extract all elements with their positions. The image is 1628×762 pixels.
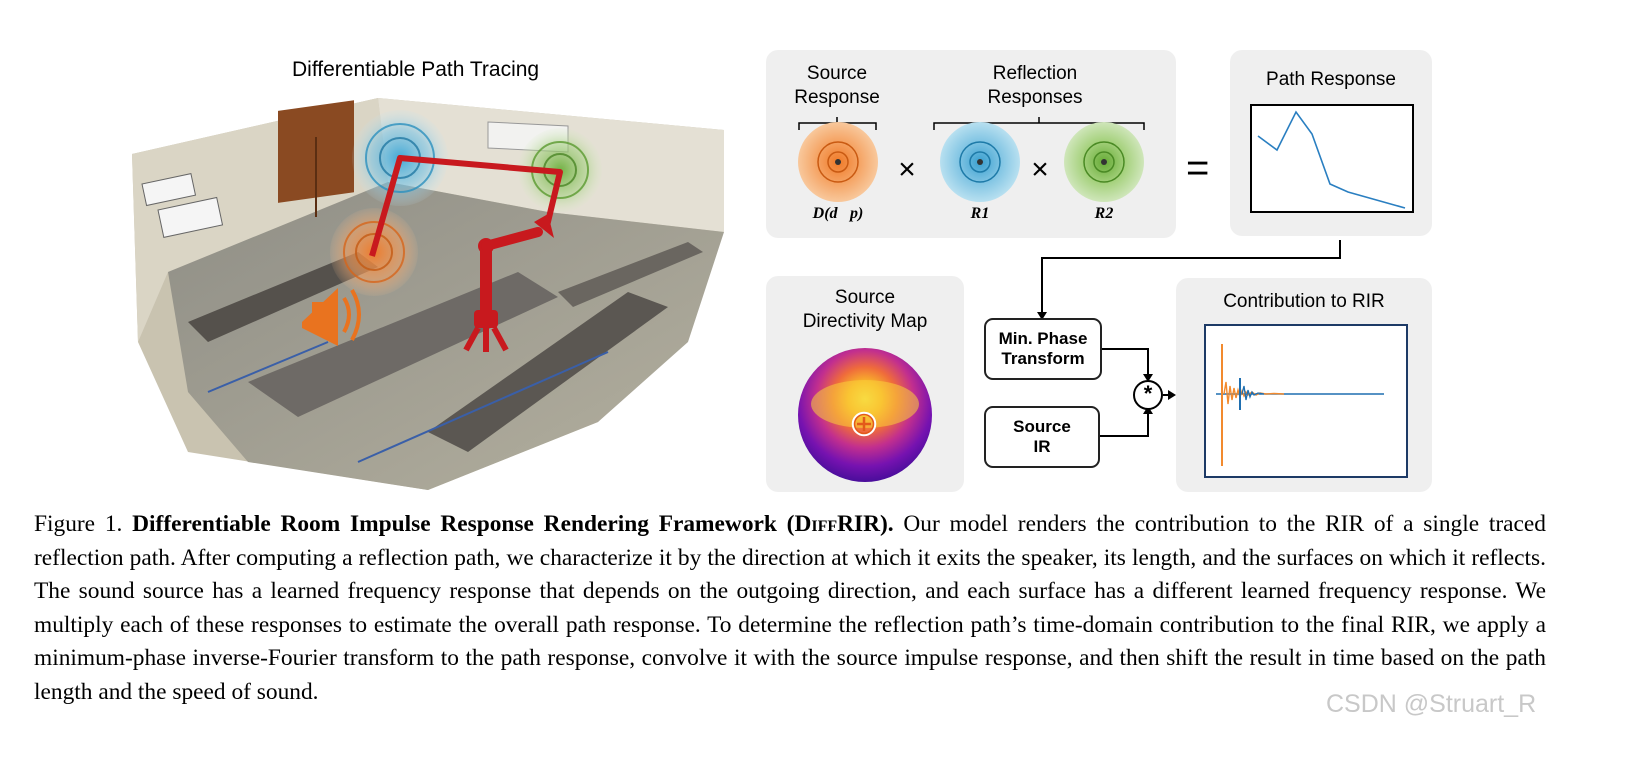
path-response-label: Path Response [1266, 69, 1396, 90]
watermark: CSDN @Struart_R [1326, 690, 1537, 718]
directivity-map [798, 348, 932, 482]
dp-label: D(d⃗p) [812, 205, 864, 222]
contribution-label: Contribution to RIR [1223, 291, 1385, 312]
connector-arrows [1037, 240, 1341, 437]
source-response-icon [798, 122, 878, 202]
reflection-1-icon [940, 122, 1020, 202]
equals-sign: = [1186, 146, 1210, 190]
path-tracing-title: Differentiable Path Tracing [292, 58, 540, 81]
times-sign-1: × [898, 153, 916, 186]
room-illustration [132, 98, 724, 490]
rir-plot [1204, 324, 1408, 478]
path-response-line [1257, 110, 1406, 209]
figure-caption: Figure 1. Differentiable Room Impulse Re… [34, 508, 1546, 710]
path-response-plot [1250, 104, 1414, 213]
rir-blue-wiggle [1241, 385, 1265, 401]
caption-title: Differentiable Room Impulse Response Ren… [132, 511, 894, 537]
times-sign-2: × [1031, 153, 1049, 186]
caption-body: Our model renders the contribution to th… [34, 511, 1546, 705]
convolve-symbol: * [1143, 381, 1153, 406]
reflection-2-icon [1064, 122, 1144, 202]
r2-label: R2 [1094, 205, 1114, 222]
r1-label: R1 [970, 205, 990, 222]
caption-prefix: Figure 1. [34, 511, 133, 537]
responses-diagram: × × D(d⃗p) R1 R2 [798, 117, 1145, 222]
